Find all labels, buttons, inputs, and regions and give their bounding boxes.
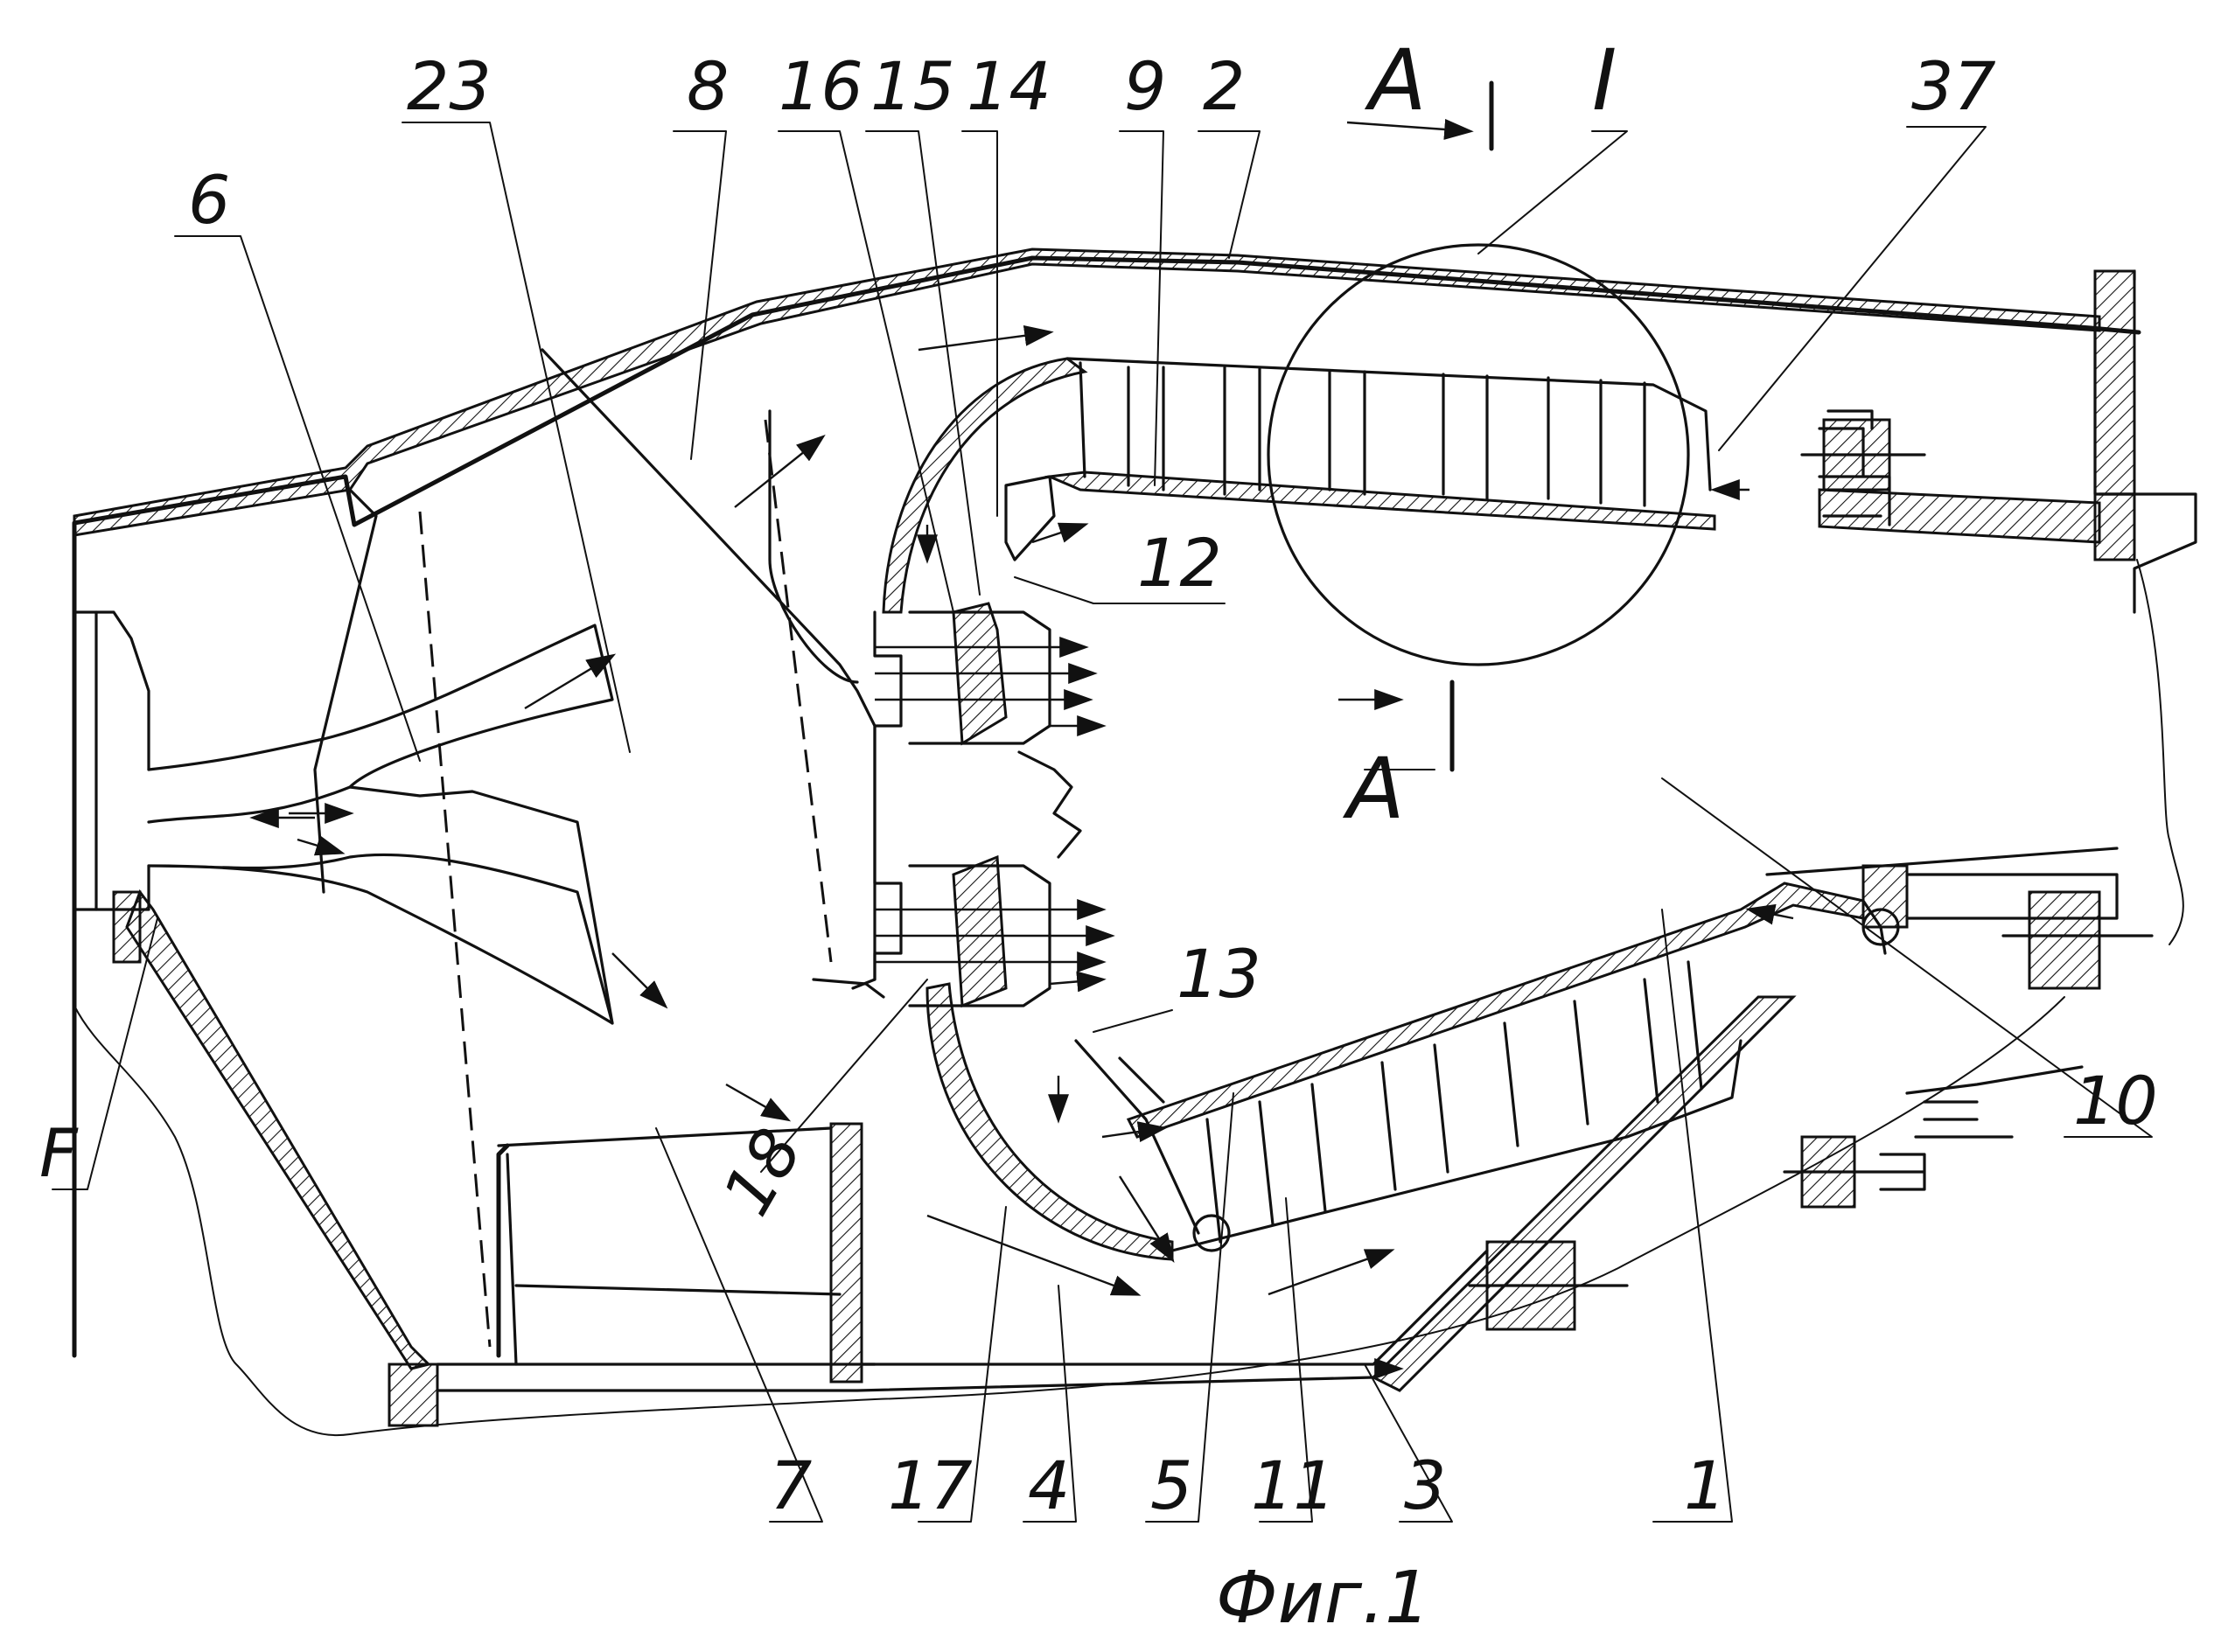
section-mark-a-mid: A: [1342, 740, 1405, 838]
callout-1: 1: [1684, 1446, 1726, 1524]
callout-9: 9: [1124, 47, 1166, 125]
callout-2: 2: [1203, 47, 1245, 125]
callout-23: 23: [407, 47, 492, 125]
callout-14: 14: [967, 47, 1051, 125]
callout-8: 8: [687, 47, 729, 125]
detail-mark-i: I: [1592, 31, 1617, 129]
figure-caption: Фиг.1: [1216, 1557, 1430, 1640]
callout-12: 12: [1137, 524, 1222, 602]
callout-3: 3: [1404, 1446, 1446, 1524]
callout-10: 10: [2073, 1062, 2158, 1140]
callout-16: 16: [779, 47, 863, 125]
section-mark-a-top: A: [1364, 31, 1427, 129]
callout-labels: 23 8 16 15 14 9 2 37 6 F 12 13 18 10 7 1…: [39, 31, 2158, 1640]
callout-6: 6: [188, 161, 230, 239]
section-marks: [1365, 83, 1491, 770]
callout-13: 13: [1177, 935, 1261, 1013]
callout-7: 7: [770, 1446, 812, 1524]
lower-cooling-rings: [1207, 962, 1701, 1242]
callout-F: F: [39, 1114, 79, 1192]
leader-lines: [52, 122, 2152, 1522]
callout-11: 11: [1251, 1446, 1336, 1524]
callout-5: 5: [1150, 1446, 1192, 1524]
callout-37: 37: [1911, 47, 1996, 125]
callout-4: 4: [1028, 1446, 1070, 1524]
callout-17: 17: [888, 1446, 973, 1524]
burner-assembly: [875, 603, 1111, 1006]
callout-15: 15: [870, 47, 955, 125]
